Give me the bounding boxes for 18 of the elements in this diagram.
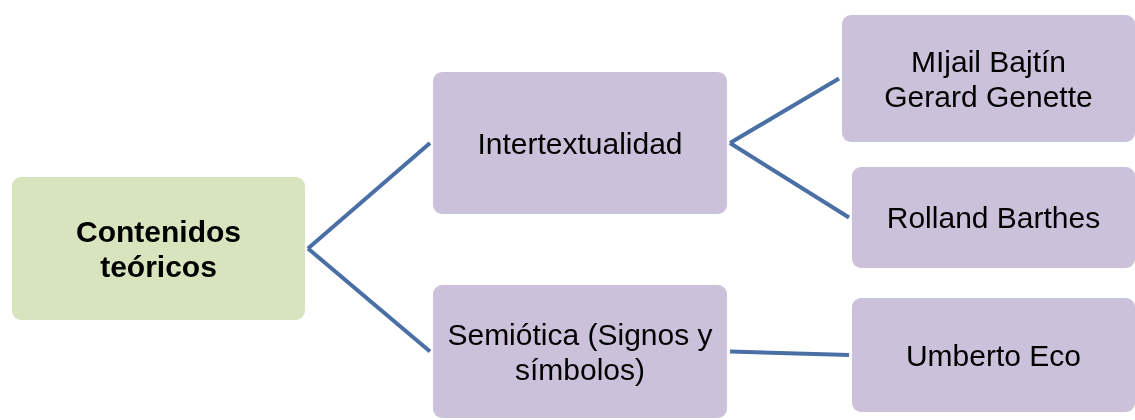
connector-line xyxy=(728,141,851,220)
connector-line xyxy=(729,349,850,357)
node-text: Gerard Genette xyxy=(884,78,1093,114)
text-box xyxy=(433,72,727,214)
connector-line xyxy=(729,76,840,145)
node-text: Semiótica (Signos y símbolos) xyxy=(446,316,714,387)
node-text: MIjail Bajtín xyxy=(910,43,1067,79)
text-box xyxy=(12,177,305,320)
node-text: Umberto Eco xyxy=(905,337,1082,373)
node-text: Intertextualidad xyxy=(477,125,683,161)
text-box xyxy=(842,15,1135,142)
connector-line xyxy=(306,141,432,250)
text-box xyxy=(433,285,727,418)
text-box xyxy=(852,167,1135,268)
node-text: Contenidos teóricos xyxy=(75,213,242,284)
text-box xyxy=(852,298,1135,412)
node-text: Rolland Barthes xyxy=(886,200,1101,235)
connector-line xyxy=(306,246,432,354)
